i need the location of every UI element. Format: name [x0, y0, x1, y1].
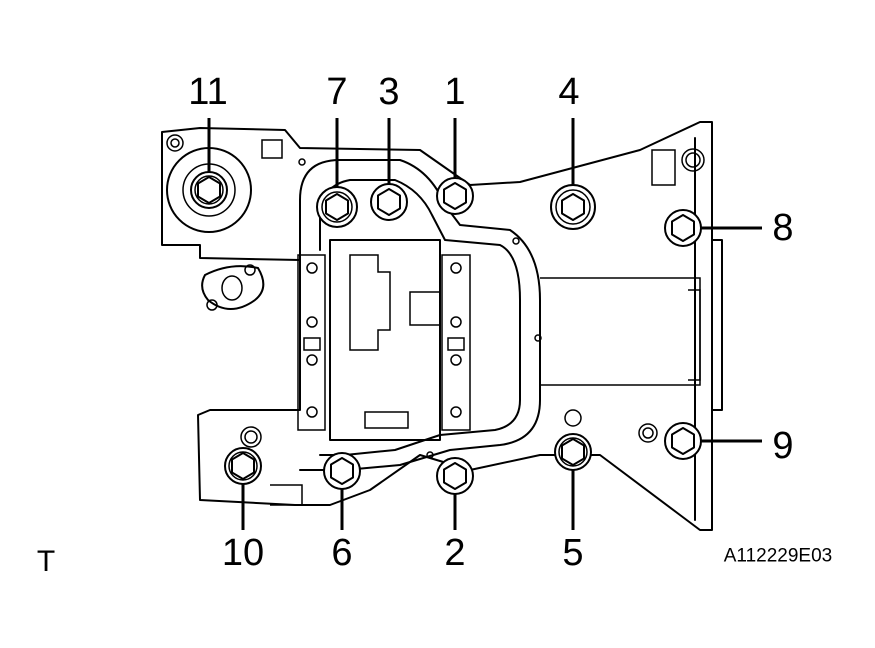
bolt-2-hex-bolt-icon [436, 457, 474, 495]
bolt-10-hex-bolt-icon [224, 447, 262, 485]
bolt-11-hex-bolt-icon [190, 171, 228, 209]
center-crank-section [297, 239, 471, 441]
bolt-8-hex-bolt-icon [664, 209, 702, 247]
bolt-7-hex-bolt-icon [316, 186, 358, 228]
bolt-heads [190, 171, 702, 495]
bolt-4-hex-bolt-icon [550, 184, 596, 230]
bolt-6-hex-bolt-icon [323, 452, 361, 490]
callout-2: 2 [444, 532, 466, 574]
housing-outline [161, 121, 723, 531]
figure-reference-code: A112229E03 [723, 545, 833, 567]
gasket-line [299, 159, 541, 471]
lower-details [240, 158, 658, 506]
corner-mark: T [36, 545, 56, 578]
callout-1: 1 [444, 71, 466, 113]
callout-9: 9 [772, 425, 794, 467]
callout-11: 11 [188, 71, 228, 113]
callout-8: 8 [772, 207, 794, 249]
callout-3: 3 [378, 71, 400, 113]
bolt-1-hex-bolt-icon [436, 177, 474, 215]
left-upper-boss [166, 134, 283, 311]
bolt-9-hex-bolt-icon [664, 422, 702, 460]
leader-lines [207, 118, 762, 530]
bolt-5-hex-bolt-icon [554, 433, 592, 471]
callout-10: 10 [221, 532, 265, 574]
bolt-3-hex-bolt-icon [370, 183, 408, 221]
callout-4: 4 [558, 71, 580, 113]
callout-6: 6 [331, 532, 353, 574]
callout-7: 7 [326, 71, 348, 113]
callout-5: 5 [562, 532, 584, 574]
